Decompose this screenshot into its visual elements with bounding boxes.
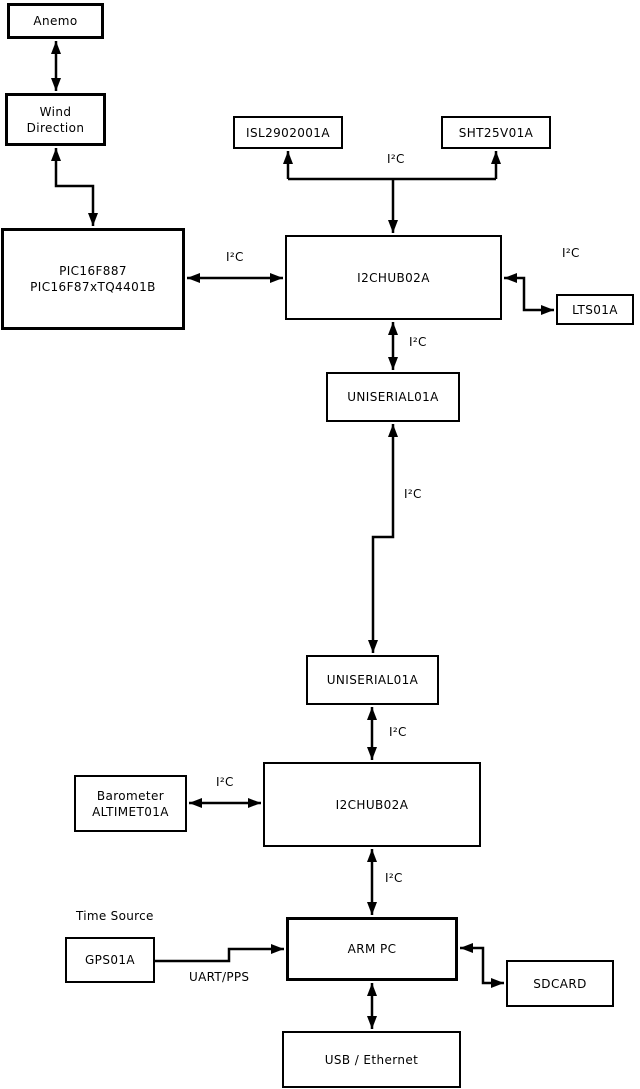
edge-label-i2c-hub2-armpc: I²C [385,871,403,885]
connector-hub1-lts [504,273,554,315]
block-arm-pc: ARM PC [286,917,458,981]
block-anemo: Anemo [7,3,104,39]
connector-gps-armpc [155,944,284,963]
block-sht25v01a: SHT25V01A [441,116,551,149]
connector-uniserial1-uniserial2 [368,424,398,653]
block-i2chub02a-lower: I2CHUB02A [263,762,481,847]
block-pic16f887: PIC16F887 PIC16F87xTQ4401B [1,228,185,330]
edge-label-i2c-pic-hub1: I²C [226,250,244,264]
block-uniserial01a-upper: UNISERIAL01A [326,372,460,422]
block-sdcard: SDCARD [506,960,614,1007]
edge-label-i2c-barometer-hub2: I²C [216,775,234,789]
connector-armpc-sdcard [460,943,504,988]
block-i2chub02a-upper: I2CHUB02A [285,235,502,320]
edge-label-uart-pps: UART/PPS [189,970,250,984]
block-wind-direction: Wind Direction [5,93,106,146]
block-isl2902001a: ISL2902001A [233,116,343,149]
label-time-source: Time Source [76,909,154,923]
block-lts01a: LTS01A [556,294,634,325]
block-usb-ethernet: USB / Ethernet [282,1031,461,1088]
edge-label-i2c-hub1-uniserial1: I²C [409,335,427,349]
edge-label-i2c-uniserial2-hub2: I²C [389,725,407,739]
block-uniserial01a-lower: UNISERIAL01A [306,655,439,705]
edge-label-i2c-hub1-sensors: I²C [387,152,405,166]
block-barometer-altimet01a: Barometer ALTIMET01A [74,775,187,832]
edge-label-i2c-uniserial-link: I²C [404,487,422,501]
connector-wind-pic [51,148,98,226]
edge-label-i2c-hub1-lts: I²C [562,246,580,260]
block-gps01a: GPS01A [65,937,155,983]
